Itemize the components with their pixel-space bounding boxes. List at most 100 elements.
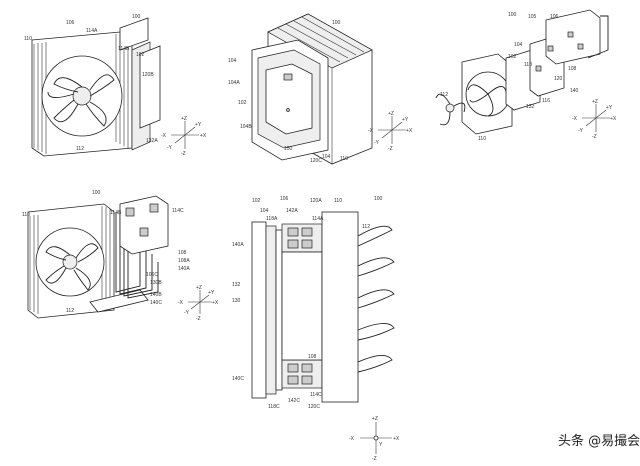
label-102: 102 (508, 54, 517, 60)
axis-label-minus-z: -Z (372, 456, 377, 462)
label-106: 106 (280, 196, 289, 202)
fan (41, 55, 123, 137)
fan-blades (357, 225, 395, 373)
label-104: 104 (228, 58, 237, 64)
label-112: 112 (76, 146, 84, 152)
label-ref-100: 100 (374, 196, 383, 202)
axis-label-plus-x: +X (610, 116, 617, 122)
connectors (281, 223, 323, 389)
label-ref-100: 100 (132, 14, 141, 20)
axis-triad: +X -X +Y -Y +Z -Z (178, 285, 219, 322)
figure-heatsink-heatpipe: 110 114B 114C 108 108A 140A 106C 130B 14… (20, 182, 220, 334)
label-140b: 140B (150, 292, 162, 298)
label-105: 105 (528, 14, 537, 20)
label-120b: 120B (142, 72, 154, 78)
label-104a: 104A (228, 80, 240, 86)
label-112: 112 (362, 224, 370, 230)
base-plate-heatpipes (89, 195, 169, 313)
label-104: 104 (260, 208, 269, 214)
axis-label-plus-x: +X (212, 300, 219, 306)
exploded-plates (505, 9, 609, 111)
label-110: 110 (334, 198, 342, 204)
label-114c: 114C (310, 392, 322, 398)
label-102: 102 (252, 198, 261, 204)
axis-label-minus-x: -X (368, 128, 374, 134)
figure-heatsink-fan-perspective: 110 106 114A 114B 102 120B 112 132A 100 … (20, 10, 210, 165)
axis-label-minus-x: -X (349, 436, 355, 442)
axis-label-plus-y: +Y (402, 117, 409, 123)
axis-label-plus-y: +Y (606, 105, 613, 111)
label-132a: 132A (146, 138, 158, 144)
figure-2-drawing: 104 104A 102 104B 150 110 120C 104 100 +… (228, 13, 413, 165)
label-120c: 120C (308, 404, 320, 410)
label-112: 112 (440, 92, 448, 98)
axis-label-plus-x: +X (393, 436, 400, 442)
axis-label-plus-y: +Y (208, 290, 215, 296)
axis-label-minus-x: -X (572, 116, 578, 122)
axis-label-minus-y: -Y (374, 140, 380, 146)
label-140c: 140C (232, 376, 244, 382)
label-140a: 140A (232, 242, 244, 248)
axis-label-plus-z: +Z (196, 285, 202, 291)
axis-label-plus-z: +Z (388, 111, 394, 117)
label-116: 116 (542, 98, 550, 104)
label-ref-100: 100 (92, 190, 101, 196)
figure-1-drawing: 110 106 114A 114B 102 120B 112 132A 100 … (24, 14, 207, 157)
label-112: 112 (66, 308, 74, 314)
label-106: 106 (66, 20, 75, 26)
label-108: 108 (568, 66, 577, 72)
axis-label-minus-z: -Z (196, 316, 201, 322)
figure-side-section-view: 102 104 106 118A 142A 120A 114A 110 112 … (226, 186, 416, 462)
left-plates (251, 221, 283, 399)
label-108a: 108A (178, 258, 190, 264)
label-132: 132 (526, 104, 535, 110)
label-130: 130 (232, 298, 241, 304)
axis-label-minus-y: -Y (167, 145, 173, 151)
label-110: 110 (24, 36, 32, 42)
axis-label-plus-x: +X (200, 133, 207, 139)
axis-label-minus-x: -X (178, 300, 184, 306)
label-140a: 140A (178, 266, 190, 272)
axis-label-minus-y: -Y (184, 310, 190, 316)
label-104: 104 (514, 42, 523, 48)
axis-triad: +X -X +Y -Y +Z -Z (161, 116, 207, 157)
watermark-text: 头条 @易撮会 (558, 434, 640, 449)
axis-label-plus-z: +Z (592, 99, 598, 105)
label-114c: 114C (172, 208, 184, 214)
axis-label-minus-x: -X (161, 133, 167, 139)
label-ref-100: 100 (508, 12, 517, 18)
label-120: 120 (554, 76, 563, 82)
label-ref-100: 100 (332, 20, 341, 26)
label-142c: 142C (288, 398, 300, 404)
label-150: 150 (284, 146, 293, 152)
label-102: 102 (238, 100, 247, 106)
label-140: 140 (570, 88, 579, 94)
axis-triad: +X -X +Y -Y +Z -Z (368, 111, 413, 152)
axis-triad: +X -X +Y -Y +Z -Z (572, 99, 617, 140)
label-110: 110 (478, 136, 486, 142)
figure-box-assembly-perspective: 104 104A 102 104B 150 110 120C 104 100 +… (222, 10, 420, 165)
axis-label-plus-z: +Z (372, 416, 378, 422)
front-panels (251, 39, 329, 161)
label-142a: 142A (286, 208, 298, 214)
label-110: 110 (340, 156, 348, 162)
label-104-bottom: 104 (322, 154, 331, 160)
label-106c: 106C (146, 272, 158, 278)
label-118c: 118C (268, 404, 280, 410)
loose-fan (435, 93, 466, 126)
label-130b: 130B (150, 280, 162, 286)
label-120a: 120A (310, 198, 322, 204)
label-120c: 120C (310, 158, 322, 164)
fan-frame (461, 53, 513, 135)
heatsink-block (321, 211, 359, 403)
figure-3-drawing: 105 106 104 102 108 120 116 132 140 112 … (435, 9, 617, 142)
label-114a: 114A (86, 28, 98, 34)
figure-5-drawing: 102 104 106 118A 142A 120A 114A 110 112 … (232, 196, 400, 462)
label-108: 108 (178, 250, 187, 256)
label-114b: 114B (110, 210, 122, 216)
axis-label-plus-x: +X (406, 128, 413, 134)
axis-label-plus-z: +Z (181, 116, 187, 122)
fan (35, 227, 105, 297)
label-118: 118 (524, 62, 532, 68)
